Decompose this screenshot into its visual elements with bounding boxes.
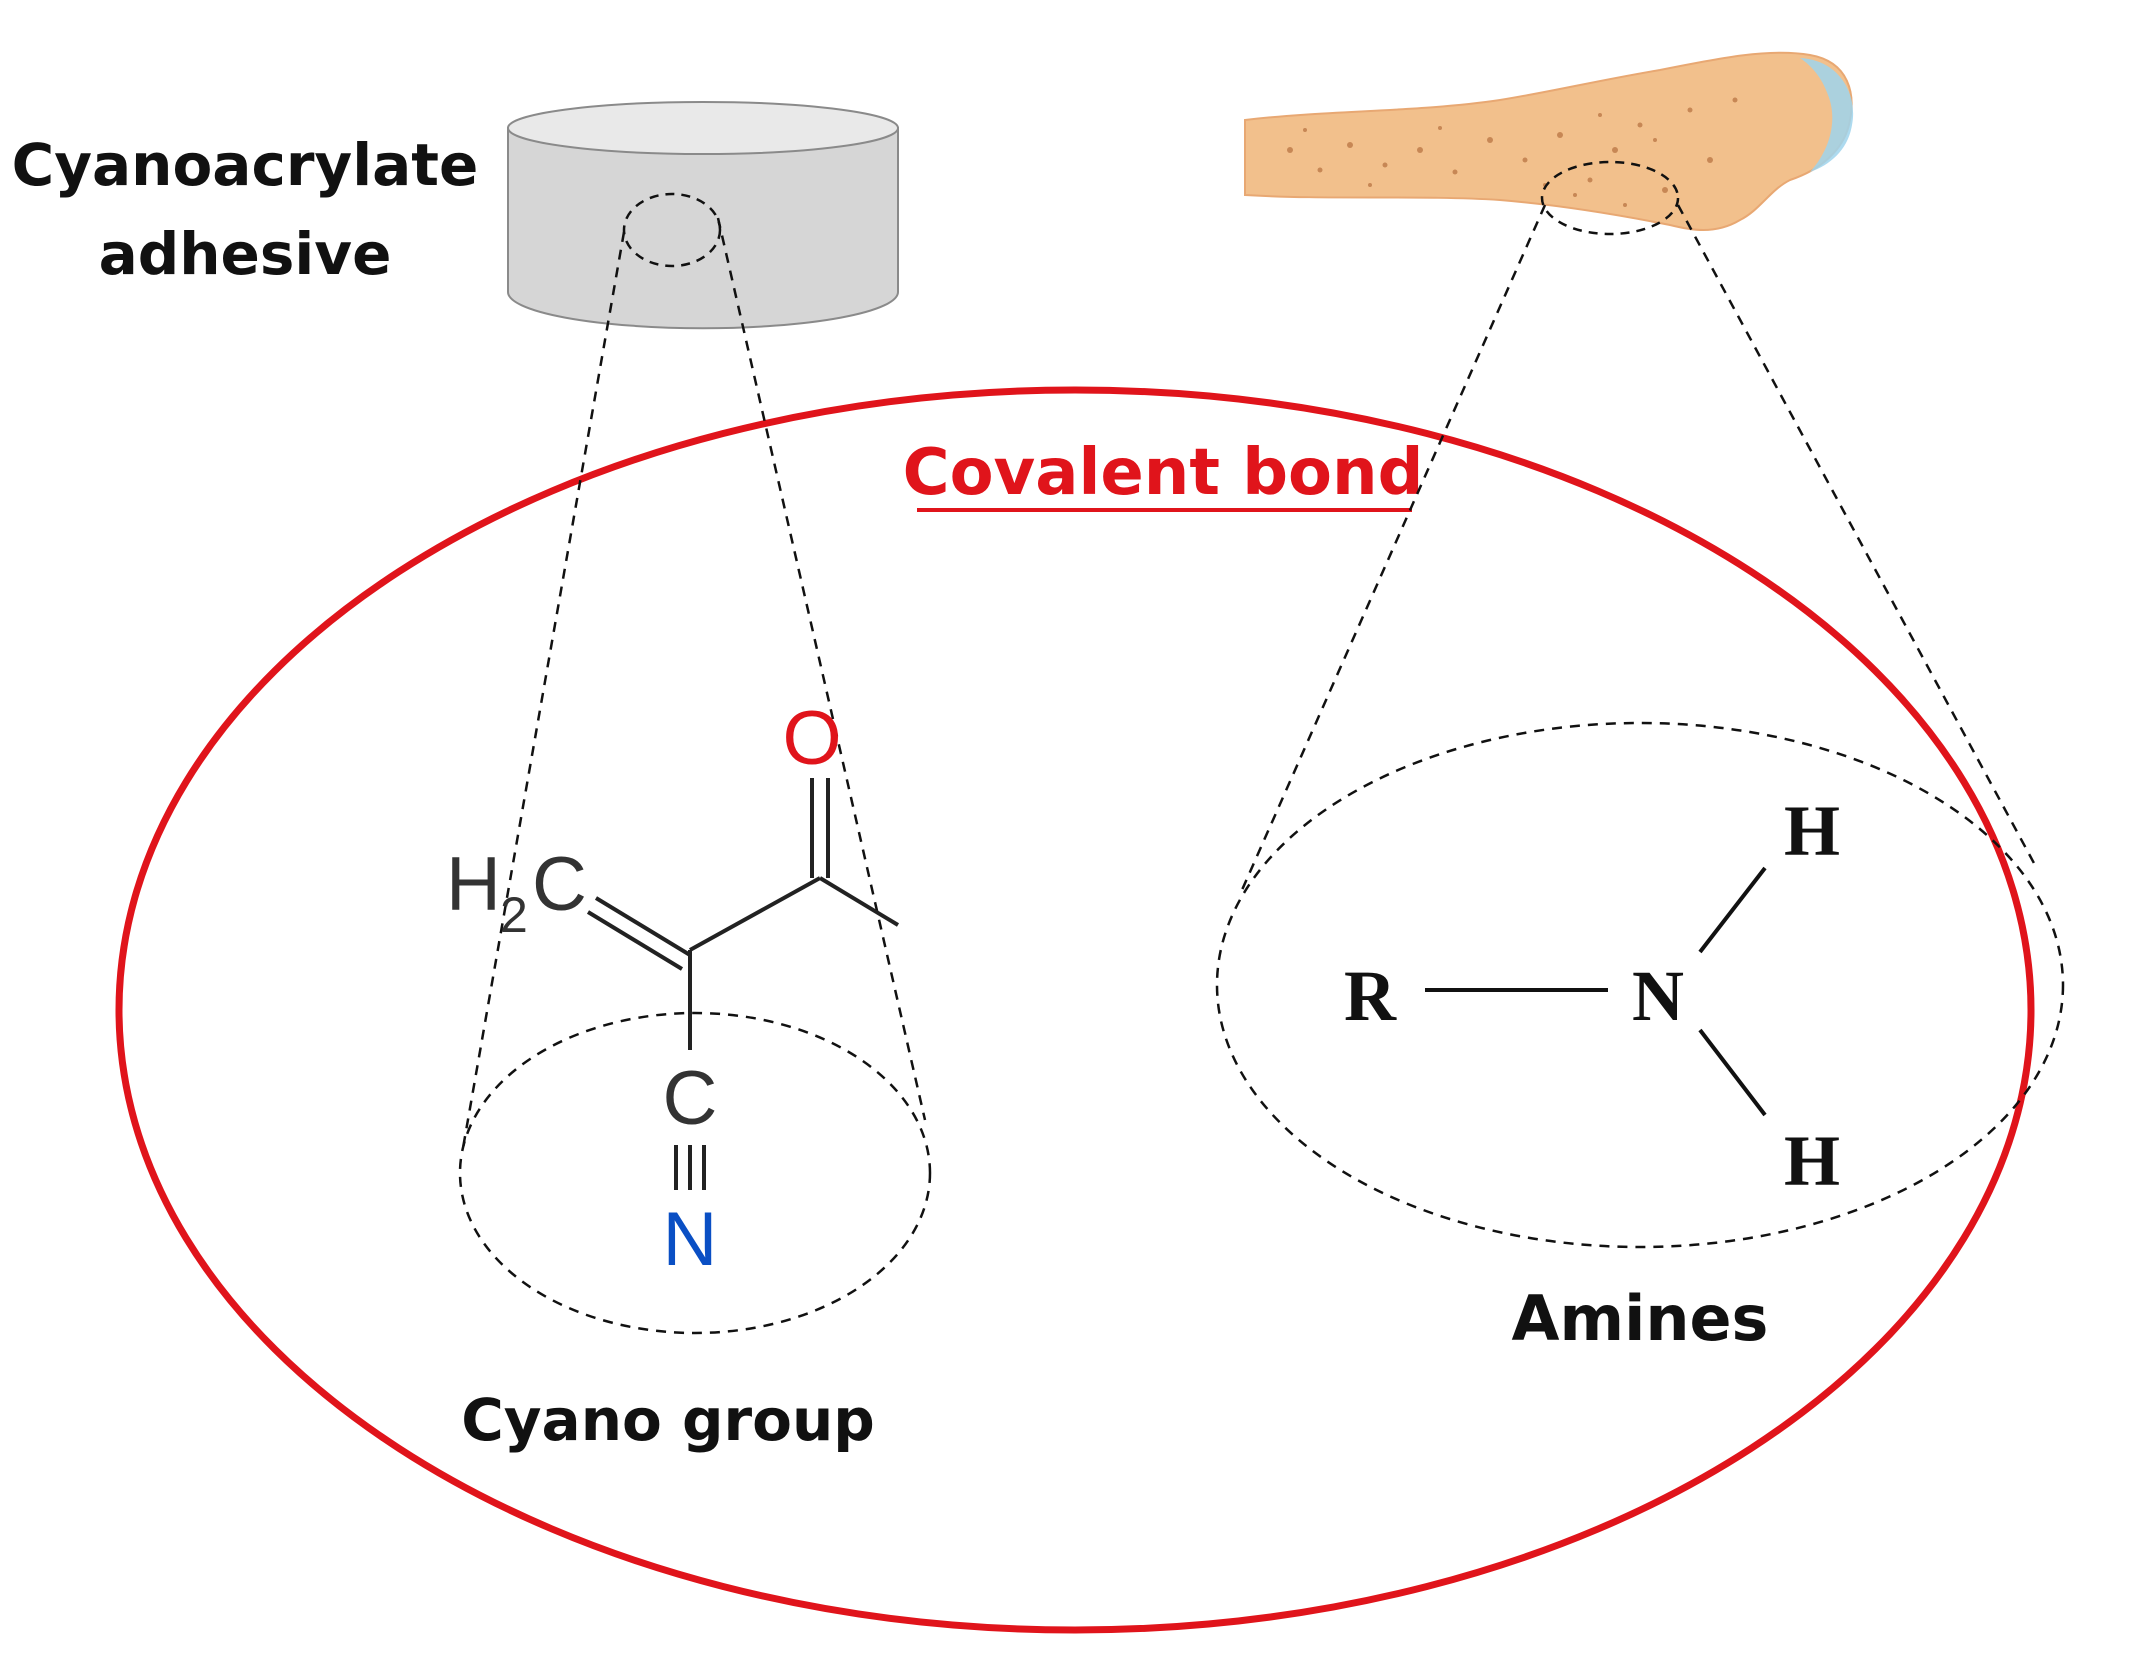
adhesive-label-line1: Cyanoacrylate bbox=[12, 131, 479, 199]
atom-h-subscript: 2 bbox=[500, 887, 528, 943]
cyano-group-label: Cyano group bbox=[461, 1386, 875, 1454]
adhesive-projection-lines bbox=[461, 217, 927, 1149]
double-bond-line-1 bbox=[594, 896, 692, 957]
bond-to-carbonyl bbox=[689, 876, 821, 952]
adhesive-label-line2: adhesive bbox=[99, 220, 392, 288]
adhesive-zoom-circle bbox=[622, 192, 722, 268]
atom-h-bottom: H bbox=[1784, 1121, 1840, 1201]
atom-oxygen: O bbox=[782, 696, 841, 781]
amines-label: Amines bbox=[1512, 1282, 1769, 1355]
ester-bond bbox=[818, 876, 900, 927]
cyano-group-highlight bbox=[458, 1011, 932, 1335]
amine-molecule: R N H H bbox=[1344, 791, 1840, 1201]
atom-h: H bbox=[446, 842, 501, 927]
bone-projection-lines bbox=[1240, 204, 2037, 891]
atom-c-methylene: C bbox=[532, 842, 587, 927]
bone-zoom-circle bbox=[1540, 160, 1680, 236]
amine-highlight bbox=[1215, 721, 2065, 1249]
covalent-bond-region bbox=[115, 386, 2035, 1634]
bone-image bbox=[1244, 51, 1854, 236]
adhesive-cylinder bbox=[507, 101, 899, 330]
atom-nitrogen: N bbox=[663, 1197, 718, 1282]
double-bond-line-2 bbox=[586, 910, 684, 971]
n-h-bottom-bond bbox=[1698, 1028, 1767, 1117]
covalent-bond-title: Covalent bond bbox=[903, 436, 1424, 510]
atom-h-top: H bbox=[1784, 791, 1840, 871]
atom-carbon-nitrile: C bbox=[663, 1056, 718, 1141]
cyanoacrylate-molecule: H 2 C O C N bbox=[446, 696, 900, 1282]
atom-n-amine: N bbox=[1632, 956, 1684, 1036]
n-h-top-bond bbox=[1698, 866, 1767, 954]
atom-r: R bbox=[1344, 956, 1397, 1036]
